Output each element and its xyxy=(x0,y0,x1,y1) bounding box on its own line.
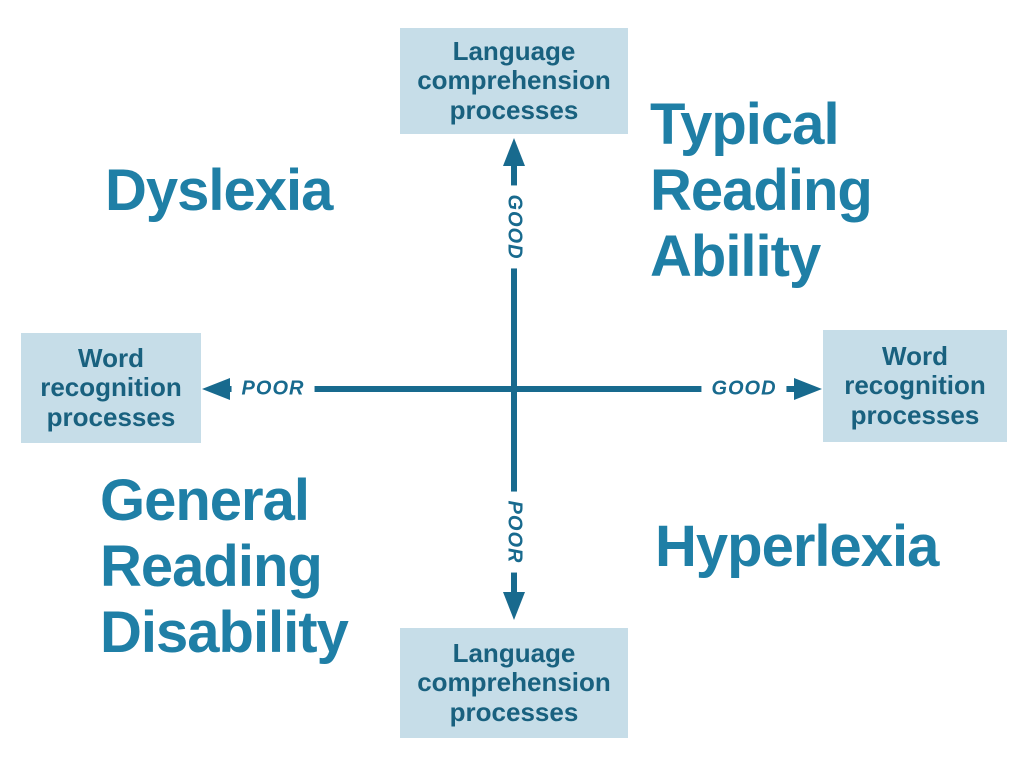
horizontal-axis-left-box: Word recognition processes xyxy=(21,333,201,443)
vertical-axis-bottom-box: Language comprehension processes xyxy=(400,628,628,738)
up-arrowhead-icon xyxy=(503,138,525,166)
quadrant-label-hyperlexia: Hyperlexia xyxy=(655,514,939,579)
vertical-axis-line xyxy=(511,162,517,596)
vertical-axis-top-box-label: Language comprehension processes xyxy=(417,36,611,125)
horizontal-axis-good-label: GOOD xyxy=(701,377,787,401)
vertical-axis-bottom-box-label: Language comprehension processes xyxy=(417,638,611,727)
horizontal-axis-right-box-label: Word recognition processes xyxy=(844,341,986,430)
vertical-axis-top-box: Language comprehension processes xyxy=(400,28,628,134)
horizontal-axis-poor-label: POOR xyxy=(231,377,315,401)
down-arrowhead-icon xyxy=(503,592,525,620)
quadrant-label-dyslexia: Dyslexia xyxy=(105,158,333,223)
left-arrowhead-icon xyxy=(202,378,230,400)
right-arrowhead-icon xyxy=(794,378,822,400)
vertical-axis-good-label: GOOD xyxy=(502,185,526,269)
quadrant-label-typical-reading-ability: Typical Reading Ability xyxy=(650,92,873,290)
horizontal-axis-left-box-label: Word recognition processes xyxy=(40,343,182,432)
vertical-axis-poor-label: POOR xyxy=(502,491,526,573)
quadrant-label-general-reading-disability: General Reading Disability xyxy=(100,468,349,666)
horizontal-axis-right-box: Word recognition processes xyxy=(823,330,1007,442)
horizontal-axis-line xyxy=(228,386,798,392)
